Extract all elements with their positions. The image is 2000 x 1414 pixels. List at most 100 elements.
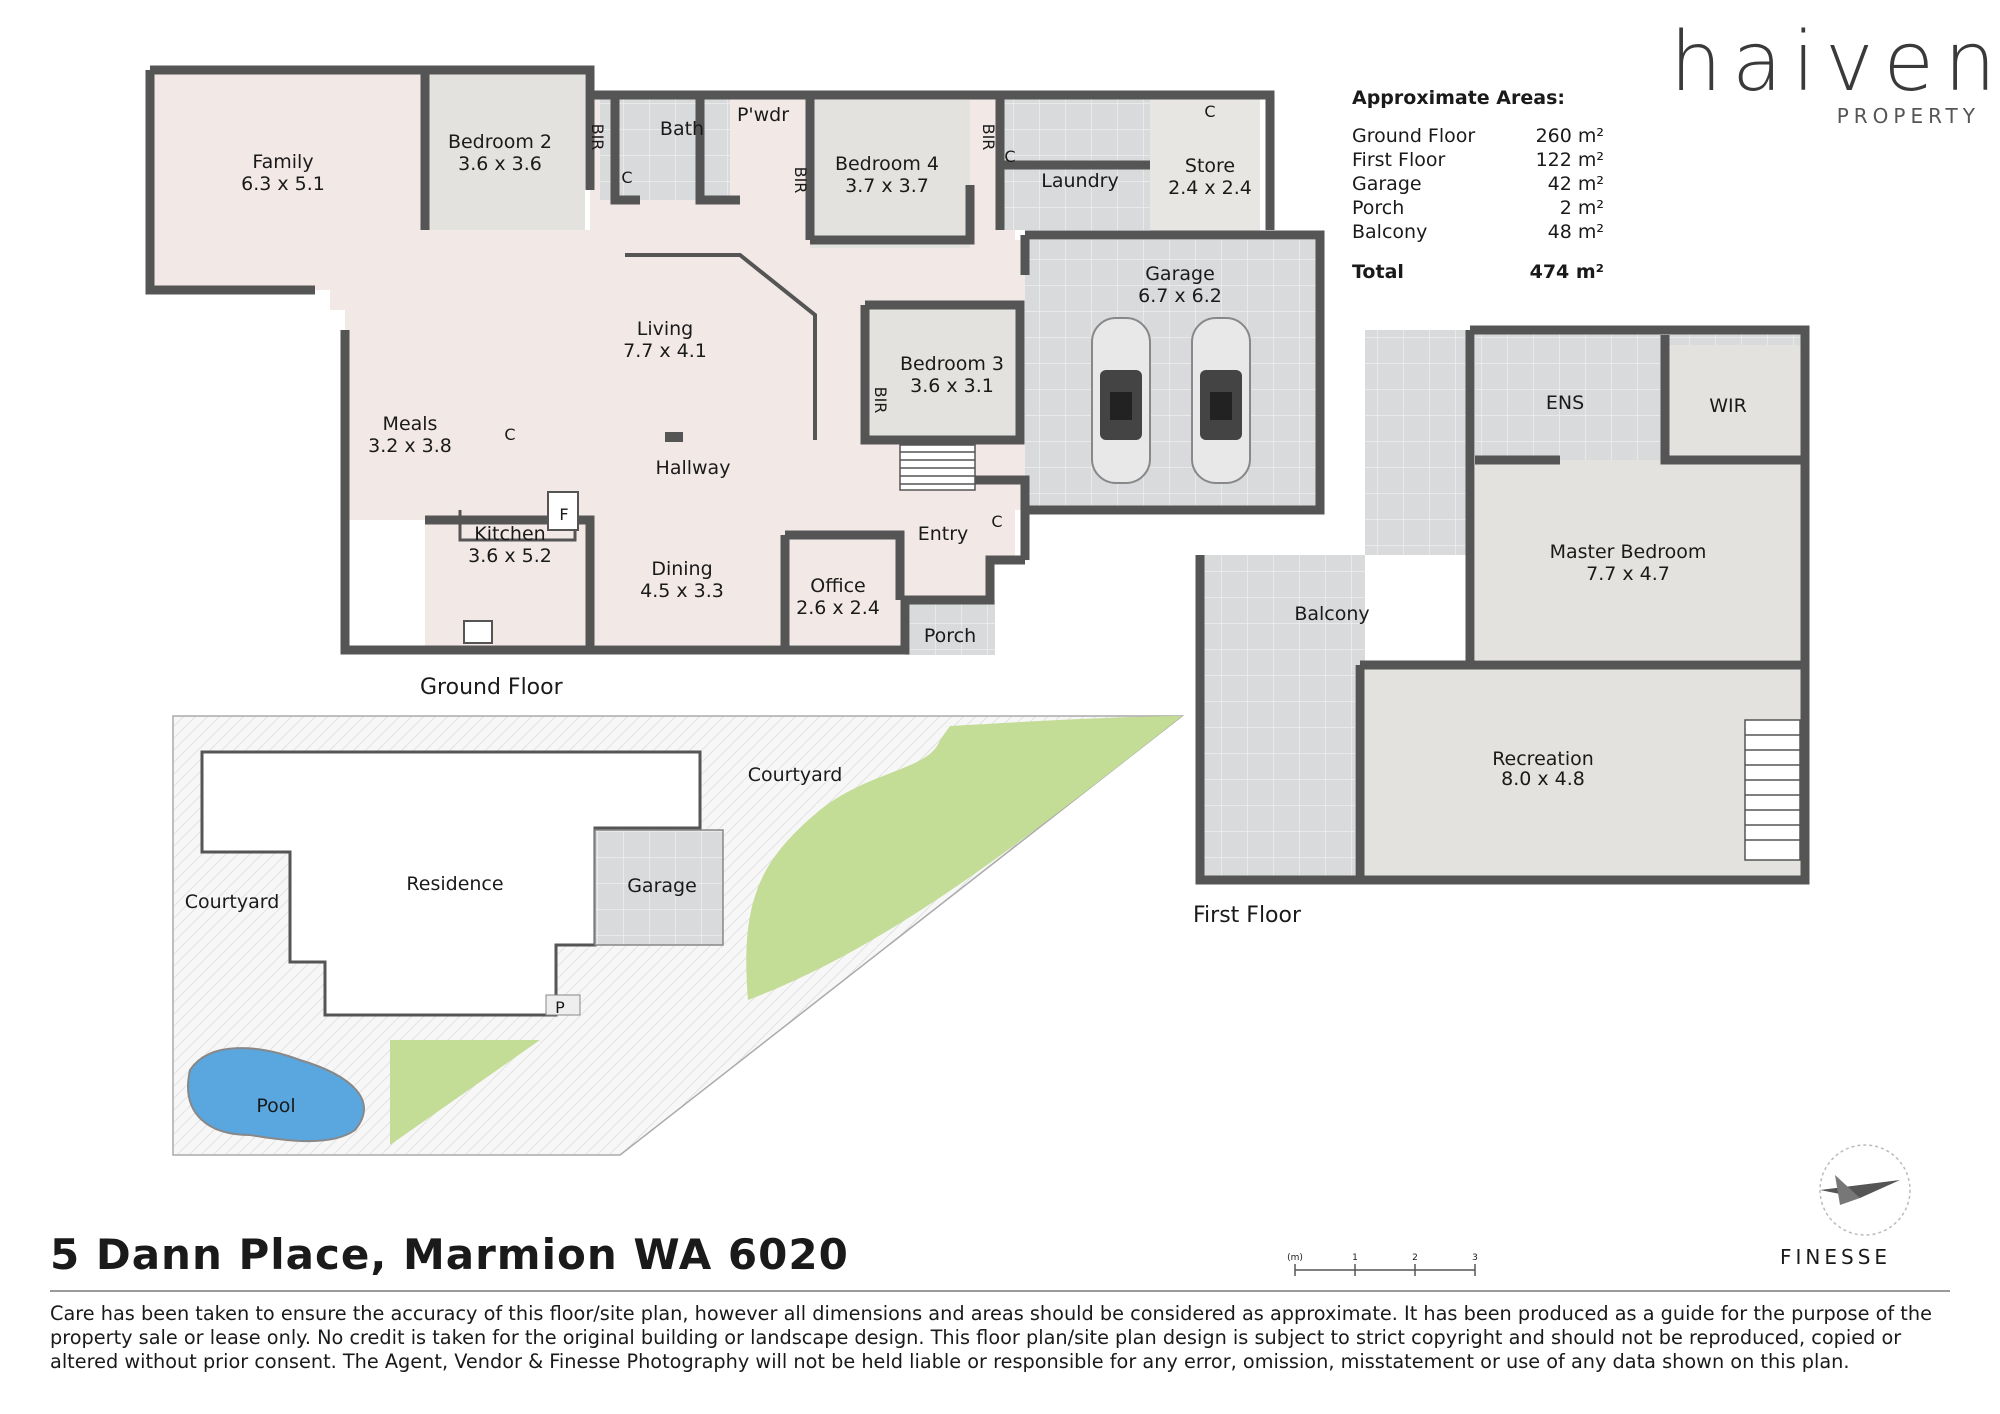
- site-residence-label: Residence: [406, 873, 503, 895]
- first-floor-walls: [1195, 325, 1810, 885]
- hallway-column: [665, 432, 683, 442]
- site-porch: [545, 994, 581, 1016]
- room-bedroom-3-name: Bedroom 3: [900, 353, 1004, 375]
- site-courtyard-label: Courtyard: [748, 764, 843, 786]
- room-office-dim: 2.6 x 2.4: [796, 597, 880, 619]
- room-meals-name: Meals: [383, 413, 438, 435]
- area-label: Porch: [1352, 197, 1405, 219]
- wir-floor: [1665, 345, 1805, 460]
- areas-title: Approximate Areas:: [1352, 87, 1565, 109]
- car-icon: [1091, 317, 1151, 484]
- site-pool-label: Pool: [256, 1095, 295, 1117]
- room-ens-name: ENS: [1546, 392, 1584, 414]
- room-entry-name: Entry: [918, 523, 969, 545]
- bedroom-4-floor: [810, 100, 970, 248]
- room-bath-name: Bath: [660, 118, 704, 140]
- room-dining-name: Dining: [651, 558, 712, 580]
- lawn-area: [746, 716, 1182, 1000]
- scale-unit: (m): [1287, 1253, 1303, 1263]
- scale-tick: 3: [1472, 1253, 1478, 1263]
- bath-floor: [600, 95, 730, 200]
- room-wir-name: WIR: [1709, 395, 1747, 417]
- room-master-bedroom-name: Master Bedroom: [1550, 541, 1707, 563]
- area-row-garage: Garage 42 m²: [1352, 172, 1604, 196]
- room-laundry-name: Laundry: [1041, 170, 1118, 192]
- first-floor-title: First Floor: [1193, 903, 1302, 928]
- bir-mark: BIR: [871, 387, 890, 414]
- area-label: Ground Floor: [1352, 125, 1476, 147]
- compass-logo-icon: [1819, 1144, 1911, 1236]
- pool-shape: [187, 1047, 365, 1143]
- ground-floor-title: Ground Floor: [420, 675, 564, 700]
- cupboard-mark: C: [621, 168, 632, 187]
- car-icon: [1191, 317, 1251, 484]
- room-recreation-name: Recreation: [1492, 748, 1594, 770]
- room-bedroom-2-dim: 3.6 x 3.6: [458, 153, 542, 175]
- room-living-dim: 7.7 x 4.1: [623, 340, 707, 362]
- area-value: 48 m²: [1547, 221, 1604, 243]
- recreation-floor: [1360, 665, 1805, 880]
- balcony-floor: [1200, 330, 1470, 880]
- room-bedroom-2-name: Bedroom 2: [448, 131, 552, 153]
- room-living-name: Living: [637, 318, 694, 340]
- room-office-name: Office: [810, 575, 865, 597]
- room-garage-name: Garage: [1145, 263, 1215, 285]
- area-total-label: Total: [1352, 261, 1404, 283]
- brand-logo: haiven PROPERTY: [1670, 15, 2000, 129]
- room-kitchen-dim: 3.6 x 5.2: [468, 545, 552, 567]
- room-garage-dim: 6.7 x 6.2: [1138, 285, 1222, 307]
- site-garage: [594, 829, 724, 946]
- fridge-mark: F: [559, 505, 568, 524]
- site-garage-label: Garage: [627, 875, 697, 897]
- area-value: 260 m²: [1535, 125, 1604, 147]
- area-row-ground: Ground Floor 260 m²: [1352, 124, 1604, 148]
- area-row-first: First Floor 122 m²: [1352, 148, 1604, 172]
- scale-tick: 2: [1412, 1253, 1418, 1263]
- bir-mark: BIR: [588, 124, 607, 151]
- lawn-area: [390, 1040, 540, 1145]
- cupboard-mark: C: [1004, 147, 1015, 166]
- site-courtyard-label: Courtyard: [185, 891, 280, 913]
- room-kitchen-name: Kitchen: [474, 523, 545, 545]
- disclaimer-text: Care has been taken to ensure the accura…: [50, 1302, 1932, 1373]
- area-value: 42 m²: [1547, 173, 1604, 195]
- room-master-bedroom-dim: 7.7 x 4.7: [1586, 563, 1670, 585]
- room-porch-name: Porch: [924, 625, 976, 647]
- ground-walls: [145, 65, 1325, 655]
- room-balcony-name: Balcony: [1294, 603, 1369, 625]
- master-bedroom-floor: [1475, 460, 1805, 660]
- brand-sub: PROPERTY: [1836, 104, 1980, 128]
- areas-table: Approximate Areas: Ground Floor 260 m² Fi…: [1352, 86, 1604, 284]
- bedroom-2-floor: [425, 72, 585, 230]
- room-store-name: Store: [1185, 155, 1235, 177]
- brand-name: haiven: [1670, 15, 2000, 110]
- room-hallway-name: Hallway: [656, 457, 731, 479]
- cupboard-mark: C: [1204, 102, 1215, 121]
- scale-bar: (m) 1 2 3: [1287, 1253, 1478, 1276]
- living-feature-wall: [625, 253, 817, 440]
- cupboard-mark: C: [991, 512, 1002, 531]
- property-address: 5 Dann Place, Marmion WA 6020: [50, 1230, 849, 1279]
- cooktop-icon: [463, 620, 493, 644]
- room-dining-dim: 4.5 x 3.3: [640, 580, 724, 602]
- bedroom-3-floor: [865, 305, 1017, 437]
- area-label: Balcony: [1352, 221, 1428, 243]
- room-family-name: Family: [252, 151, 313, 173]
- area-label: Garage: [1352, 173, 1422, 195]
- bir-mark: BIR: [979, 124, 998, 151]
- room-meals-dim: 3.2 x 3.8: [368, 435, 452, 457]
- first-floor-plan: ENS WIR Master Bedroom 7.7 x 4.7 Balcony…: [1193, 325, 1810, 928]
- site-porch-label: P: [555, 998, 565, 1017]
- area-value: 122 m²: [1535, 149, 1604, 171]
- room-pwdr-name: P'wdr: [737, 104, 789, 126]
- ground-floor-plan: Family 6.3 x 5.1 Bedroom 2 3.6 x 3.6 Bat…: [145, 65, 1325, 700]
- area-label: First Floor: [1352, 149, 1446, 171]
- site-plan: Courtyard Courtyard Residence Garage Poo…: [172, 715, 1185, 1156]
- cupboard-mark: C: [504, 425, 515, 444]
- bir-mark: BIR: [791, 167, 810, 194]
- scale-tick: 1: [1352, 1253, 1358, 1263]
- garage-floor: [1025, 240, 1320, 510]
